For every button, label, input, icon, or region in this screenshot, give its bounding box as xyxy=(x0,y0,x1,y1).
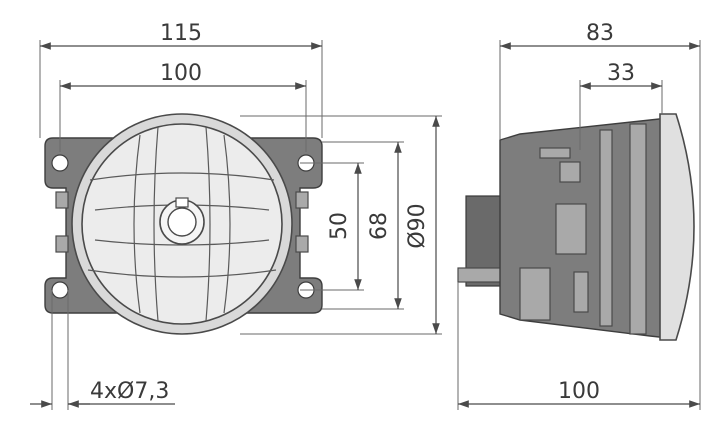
dim-100-side-label: 100 xyxy=(558,379,600,404)
dim-diameter-label: Ø90 xyxy=(405,203,430,248)
bracket-lug-right-bottom xyxy=(295,235,309,253)
dim-33: 33 xyxy=(579,61,663,150)
dim-50: 50 xyxy=(300,162,364,291)
bracket-lug-right-top xyxy=(295,191,309,209)
side-connector-clip xyxy=(457,267,503,283)
bulb-socket-inner xyxy=(167,207,197,237)
mount-hole-top-left xyxy=(51,154,69,172)
dim-33-label: 33 xyxy=(607,61,635,86)
dim-83-label: 83 xyxy=(586,21,614,46)
side-housing-ribs xyxy=(519,123,647,335)
dim-diameter: Ø90 xyxy=(240,115,442,335)
dim-68: 68 xyxy=(322,141,404,310)
side-view xyxy=(457,113,695,341)
mount-hole-bottom-left xyxy=(51,281,69,299)
dim-115-label: 115 xyxy=(160,21,202,46)
bulb-socket-tab xyxy=(175,197,189,208)
bracket-lug-left-top xyxy=(55,191,69,209)
dim-50-label: 50 xyxy=(327,212,352,240)
dim-100-side: 100 xyxy=(457,226,701,410)
dim-100-front-label: 100 xyxy=(160,61,202,86)
dim-100-front: 100 xyxy=(59,61,307,152)
dim-holes: 4xØ7,3 xyxy=(30,290,175,410)
dim-83: 83 xyxy=(499,21,701,226)
dim-holes-label: 4xØ7,3 xyxy=(90,379,169,404)
dim-68-label: 68 xyxy=(367,212,392,240)
dim-115: 115 xyxy=(39,21,323,138)
front-view xyxy=(44,113,323,335)
bracket-lug-left-bottom xyxy=(55,235,69,253)
side-lens xyxy=(659,113,695,341)
